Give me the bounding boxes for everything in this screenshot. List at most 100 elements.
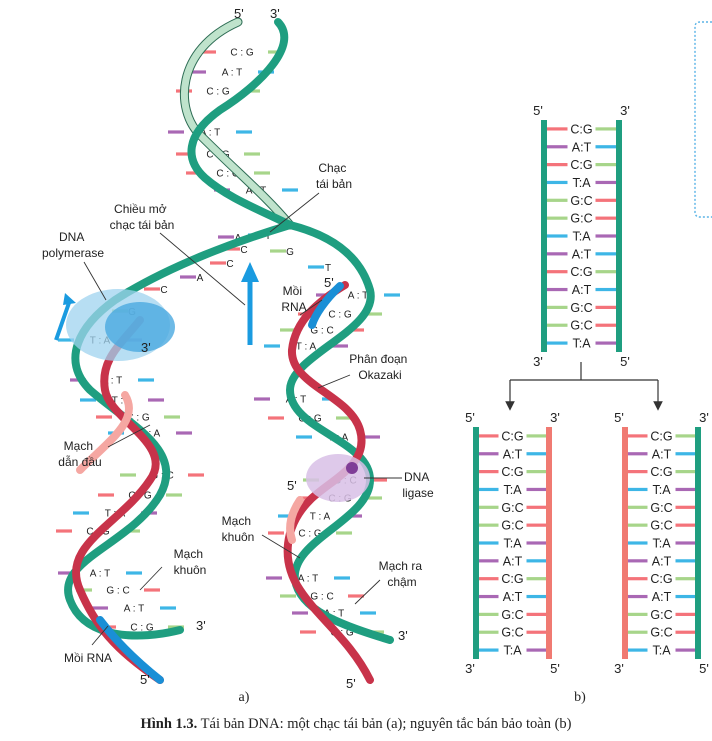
base-pair-label: C : G [298,529,322,540]
base-bar [675,541,695,545]
base-pair-label: C:G [570,158,592,172]
base-bar [595,323,616,327]
dna-ligase-shape [306,454,370,502]
base-pair-label: G:C [570,319,592,333]
fork-direction-label: Chiều mở chạc tái bản [110,202,175,232]
base-pair-label: G : C [310,326,333,337]
base-pair-label: A : T [298,574,318,585]
base-bar [526,505,546,509]
base-pair-label: G:C [501,519,523,533]
base-bar [278,514,294,518]
base-bar [360,611,376,615]
base-pair-label: A:T [572,140,592,154]
base-bar [479,612,499,616]
base-bar [348,594,364,598]
base-bar [126,571,142,575]
single-base-bar [180,275,196,279]
base-pair-label: T : A [310,512,331,523]
end-left-bottom-5: 5' [140,672,150,687]
base-bar [595,305,616,309]
base-bar [526,541,546,545]
base-bar [547,145,568,149]
base-pair-label: T:A [572,230,591,244]
base-bar [675,612,695,616]
daughter-right-end-label: 5' [699,661,709,676]
base-bar [628,648,648,652]
base-pair-label: C:G [501,465,523,479]
base-bar [675,434,695,438]
daughter-left-strand-left [473,427,479,659]
base-bar [96,415,112,419]
base-bar [547,216,568,220]
base-pair-label: A:T [503,447,523,461]
base-bar [138,378,154,382]
base-bar [384,293,400,297]
base-bar [526,452,546,456]
base-bar [526,630,546,634]
base-bar [628,487,648,492]
semiconservative-panel: C:G A:T C:G T:A G:C G:C T:A A:T C:G A:T G:C G:C T:A 5… [465,103,709,705]
base-bar [58,571,74,575]
left-primer [96,616,164,684]
base-bar [346,514,362,518]
polymerase-label: DNA polymerase [42,230,104,260]
single-base-label: C [160,285,167,296]
base-bar [479,470,499,474]
base-pair-label: C : G [328,310,352,321]
base-bar [628,577,648,581]
base-pair-label: A : T [200,128,220,139]
base-bar [675,523,695,527]
base-bar [547,198,568,202]
single-base-bar [218,235,234,239]
base-pair-label: T : A [296,342,317,353]
caption-label: Hình 1.3. [140,716,198,732]
base-bar [547,323,568,327]
base-bar [628,523,648,527]
base-bar [547,127,568,131]
base-bar [479,505,499,509]
template-label-right: Mạch khuôn [222,514,255,544]
base-bar [479,434,499,438]
base-bar [160,606,176,610]
base-pair-label: G:C [501,501,523,515]
base-bar [595,145,616,149]
base-bar [58,338,74,342]
base-bar [80,398,96,402]
base-pair-label: C:G [501,429,523,443]
base-bar [280,328,296,332]
primer-label-bottom: Mồi RNA [64,651,112,665]
single-base-bar [224,247,240,251]
base-pair-label: A:T [572,247,592,261]
base-bar [628,612,648,616]
base-bar [595,127,616,131]
base-pair-label: G:C [501,608,523,622]
base-bar [628,452,648,456]
base-bar [526,594,546,599]
base-pair-label: A : T [124,604,144,615]
leading-strand-label: Mạch dẫn đầu [58,439,101,469]
base-bar [479,594,499,599]
base-bar [479,452,499,456]
base-pair-label: T:A [652,644,671,658]
base-bar [148,398,164,402]
base-pair-label: T : A [112,396,133,407]
base-bar [526,559,546,563]
daughter-right-end-label: 3' [699,410,709,425]
base-pair-label: C:G [501,572,523,586]
base-bar [675,470,695,474]
base-bar [120,473,136,477]
single-base-label: G [286,247,294,258]
base-bar [268,50,284,54]
base-bar [298,496,314,500]
base-bar [366,312,382,316]
single-base-label: T [265,231,271,242]
base-bar [526,434,546,438]
figure-caption: Hình 1.3. Tái bản DNA: một chạc tái bản … [0,716,712,733]
base-bar [628,559,648,563]
base-bar [168,130,184,134]
panel-a-label: a) [239,690,250,705]
caption-text: Tái bản DNA: một chạc tái bản (a); nguyê… [200,716,572,732]
base-bar [675,630,695,634]
base-pair-label: T:A [503,537,522,551]
